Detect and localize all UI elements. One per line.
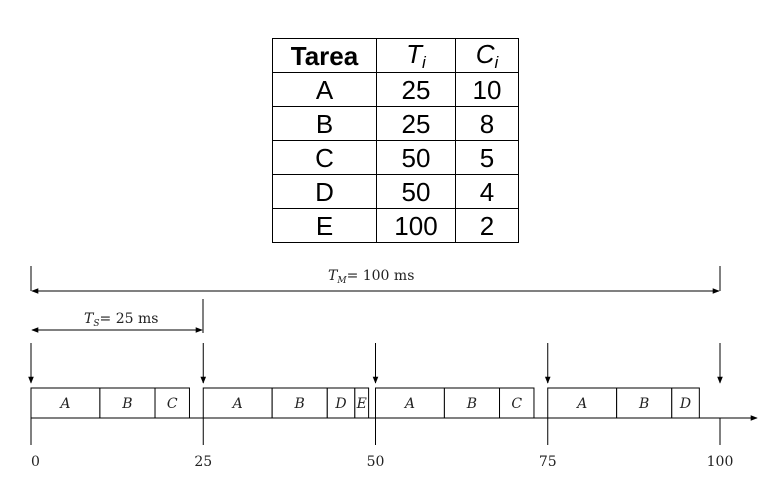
- tick-label: 25: [194, 454, 212, 470]
- task-block-label: A: [58, 396, 70, 412]
- task-block-label: A: [575, 396, 587, 412]
- tick-marks: 0 25 50 75 100: [30, 418, 734, 470]
- task-cell: A: [272, 72, 377, 107]
- task-block: D: [671, 387, 700, 419]
- minor-cycle-label: TS= 25 ms: [84, 311, 158, 329]
- task-cell: E: [272, 208, 377, 243]
- task-block-rect: [271, 387, 328, 419]
- task-block-label: B: [121, 396, 132, 412]
- task-block: B: [443, 387, 501, 419]
- task-block: A: [375, 387, 445, 419]
- task-block-rect: [616, 387, 673, 419]
- task-block: A: [30, 387, 101, 419]
- task-block-label: B: [294, 396, 305, 412]
- table-header-row: Tarea Ti Ci: [272, 38, 519, 73]
- task-block: B: [99, 387, 156, 419]
- task-cell: D: [272, 174, 377, 209]
- task-block-label: D: [334, 396, 346, 412]
- task-block-rect: [354, 387, 370, 419]
- task-block: E: [354, 387, 370, 419]
- major-cycle-label: TM= 100 ms: [328, 268, 414, 286]
- task-block-label: D: [679, 396, 691, 412]
- task-block-label: A: [403, 396, 415, 412]
- table-row: E 100 2: [272, 208, 519, 243]
- period-cell: 50: [376, 174, 456, 209]
- task-cell: B: [272, 106, 377, 141]
- table-row: D 50 4: [272, 174, 519, 209]
- tick-label: 0: [31, 454, 40, 470]
- table-row: B 25 8: [272, 106, 519, 141]
- task-block-rect: [499, 387, 535, 419]
- task-block: D: [326, 387, 356, 419]
- header-compute-time: Ci: [455, 38, 519, 73]
- period-cell: 25: [376, 106, 456, 141]
- table-row: C 50 5: [272, 140, 519, 175]
- period-cell: 50: [376, 140, 456, 175]
- task-block: C: [154, 387, 190, 419]
- compute-time-cell: 5: [455, 140, 519, 175]
- task-block-rect: [154, 387, 190, 419]
- task-block-rect: [99, 387, 156, 419]
- task-block: C: [499, 387, 535, 419]
- task-block-label: E: [356, 396, 367, 412]
- period-cell: 25: [376, 72, 456, 107]
- release-arrows: [28, 343, 723, 384]
- header-period: Ti: [376, 38, 456, 73]
- task-block: A: [202, 387, 273, 419]
- tick-label: 75: [539, 454, 557, 470]
- task-block-label: C: [167, 396, 178, 412]
- task-cell: C: [272, 140, 377, 175]
- task-block: B: [271, 387, 328, 419]
- compute-time-cell: 8: [455, 106, 519, 141]
- task-block-rect: [30, 387, 101, 419]
- tick-label: 100: [707, 454, 734, 470]
- task-block-label: A: [231, 396, 243, 412]
- compute-time-cell: 10: [455, 72, 519, 107]
- table-row: A 25 10: [272, 72, 519, 107]
- header-task: Tarea: [272, 38, 377, 73]
- task-block-rect: [375, 387, 445, 419]
- task-block-rect: [547, 387, 618, 419]
- task-block-rect: [443, 387, 501, 419]
- task-block-rect: [671, 387, 700, 419]
- task-table: Tarea Ti Ci A 25 10 B 25 8 C 50 5 D 50 4…: [272, 38, 519, 243]
- task-block-label: B: [638, 396, 649, 412]
- task-block-label: C: [511, 396, 522, 412]
- tick-label: 50: [367, 454, 385, 470]
- compute-time-cell: 2: [455, 208, 519, 243]
- task-block: A: [547, 387, 618, 419]
- period-cell: 100: [376, 208, 456, 243]
- task-block: B: [616, 387, 673, 419]
- compute-time-cell: 4: [455, 174, 519, 209]
- task-block-label: B: [466, 396, 477, 412]
